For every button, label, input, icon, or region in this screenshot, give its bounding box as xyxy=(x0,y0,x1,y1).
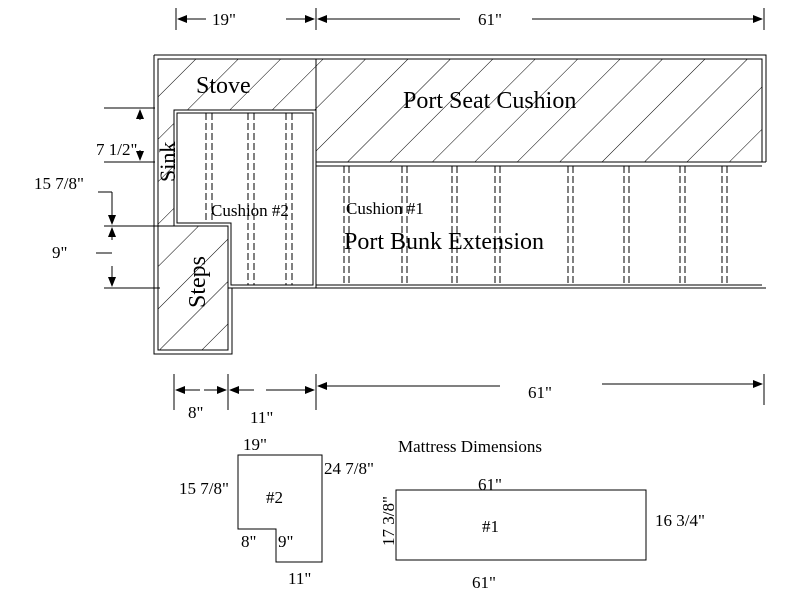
cushion-2-seams xyxy=(205,113,293,285)
label-port-bunk-extension: Port Bunk Extension xyxy=(344,229,544,255)
mattress-1-left: 17 3/8" xyxy=(379,496,398,546)
dim-bottom-a: 8" xyxy=(188,403,203,422)
mattress-2-left: 15 7/8" xyxy=(179,479,229,498)
mattress-2-bottom: 11" xyxy=(288,569,311,588)
label-cushion-1: Cushion #1 xyxy=(346,199,424,218)
left-dimensions xyxy=(96,107,160,289)
top-dimension xyxy=(175,8,765,30)
cushion-1-seams xyxy=(343,166,728,285)
mattress-2-shape xyxy=(237,454,323,563)
mattress-2-right: 24 7/8" xyxy=(324,459,374,478)
bottom-dimension xyxy=(173,374,765,410)
label-stove: Stove xyxy=(196,73,251,99)
mattress-1-top: 61" xyxy=(478,475,502,494)
dim-left-lower: 9" xyxy=(52,243,67,262)
dim-top-left: 19" xyxy=(212,10,236,29)
mattress-1-bottom: 61" xyxy=(472,573,496,592)
mattress-2-notch-right: 9" xyxy=(278,532,293,551)
cushion-2-outline xyxy=(173,109,317,289)
dim-top-right: 61" xyxy=(478,10,502,29)
dim-left-middle: 15 7/8" xyxy=(34,174,84,193)
mattress-1-shape xyxy=(395,489,647,561)
mattress-2-label: #2 xyxy=(266,488,283,507)
mattress-2-top: 19" xyxy=(243,435,267,454)
label-cushion-2: Cushion #2 xyxy=(211,201,289,220)
mattress-2-notch-left: 8" xyxy=(241,532,256,551)
dim-bottom-b: 11" xyxy=(250,408,273,427)
dim-left-upper: 7 1/2" xyxy=(96,140,137,159)
label-port-seat-cushion: Port Seat Cushion xyxy=(403,88,576,114)
mattress-1-right: 16 3/4" xyxy=(655,511,705,530)
mattress-1-label: #1 xyxy=(482,517,499,536)
dim-bottom-c: 61" xyxy=(528,383,552,402)
mattress-title: Mattress Dimensions xyxy=(398,437,542,456)
label-steps: Steps xyxy=(185,256,211,308)
cushion-1-outline xyxy=(316,161,766,289)
label-sink: Sink xyxy=(155,142,180,182)
